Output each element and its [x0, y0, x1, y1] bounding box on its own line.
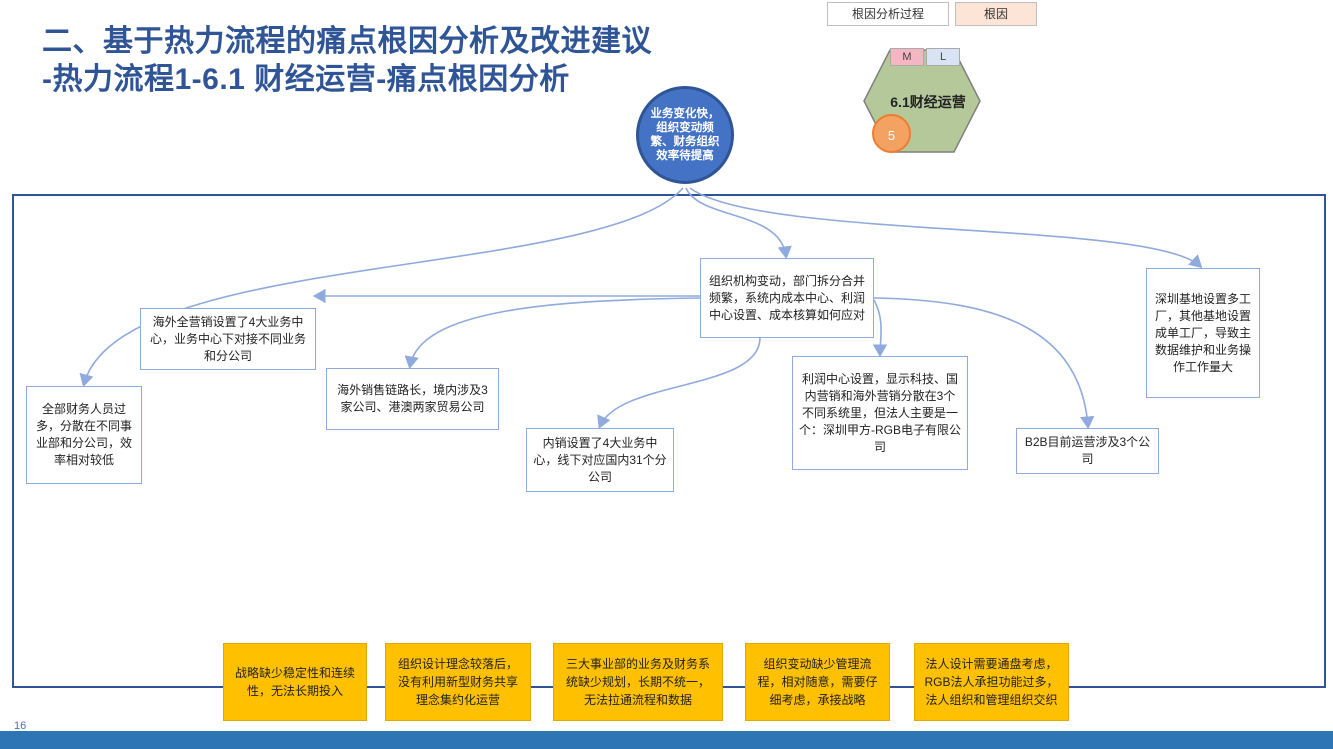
- page-number: 16: [14, 720, 27, 732]
- node-overseas-sales-chain: 海外销售链路长，境内涉及3家公司、港澳两家贸易公司: [326, 368, 499, 430]
- node-b2b: B2B目前运营涉及3个公司: [1016, 428, 1159, 474]
- link-root-shenzhen: [689, 187, 1203, 269]
- node-overseas-marketing: 海外全营销设置了4大业务中心，业务中心下对接不同业务和分公司: [140, 308, 316, 370]
- link-org-b2b: [873, 297, 1095, 430]
- page-title-line-2: -热力流程1-6.1 财经运营-痛点根因分析: [42, 63, 570, 96]
- node-org-change: 组织机构变动，部门拆分合并频繁，系统内成本中心、利润中心设置、成本核算如何应对: [700, 258, 874, 338]
- tag-m: M: [890, 48, 924, 66]
- root-cause-5: 法人设计需要通盘考虑， RGB法人承担功能过多，法人组织和管理组织交织: [914, 643, 1069, 721]
- link-root-org: [685, 187, 792, 260]
- node-domestic-sales: 内销设置了4大业务中心，线下对应国内31个分公司: [526, 428, 674, 492]
- node-finance-staff: 全部财务人员过多，分散在不同事业部和分公司，效率相对较低: [26, 386, 142, 484]
- category-label: 6.1财经运营: [890, 94, 966, 110]
- root-cause-3: 三大事业部的业务及财务系统缺少规划，长期不统一，无法拉通流程和数据: [553, 643, 723, 721]
- category-number-badge: 5: [872, 114, 911, 153]
- legend-root-cause: 根因: [955, 2, 1037, 26]
- root-cause-1: 战略缺少稳定性和连续性，无法长期投入: [223, 643, 367, 721]
- link-root-finance: [79, 187, 684, 388]
- root-problem-node: 业务变化快，组织变动频繁、财务组织效率待提高: [636, 86, 734, 184]
- link-org-saleschain: [404, 297, 701, 370]
- tag-l: L: [926, 48, 960, 66]
- node-profit-center: 利润中心设置，显示科技、国内营销和海外营销分散在3个不同系统里，但法人主要是一个…: [792, 356, 968, 470]
- link-org-domestic: [597, 337, 761, 429]
- legend-process: 根因分析过程: [827, 2, 949, 26]
- page-title-line-1: 二、基于热力流程的痛点根因分析及改进建议: [42, 25, 652, 58]
- footer-bar: [0, 731, 1333, 749]
- root-cause-4: 组织变动缺少管理流程，相对随意，需要仔细考虑，承接战略: [745, 643, 890, 721]
- root-cause-2: 组织设计理念较落后，没有利用新型财务共享理念集约化运营: [385, 643, 531, 721]
- link-org-profit: [872, 299, 888, 358]
- node-shenzhen-factories: 深圳基地设置多工厂，其他基地设置成单工厂，导致主数据维护和业务操作工作量大: [1146, 268, 1260, 398]
